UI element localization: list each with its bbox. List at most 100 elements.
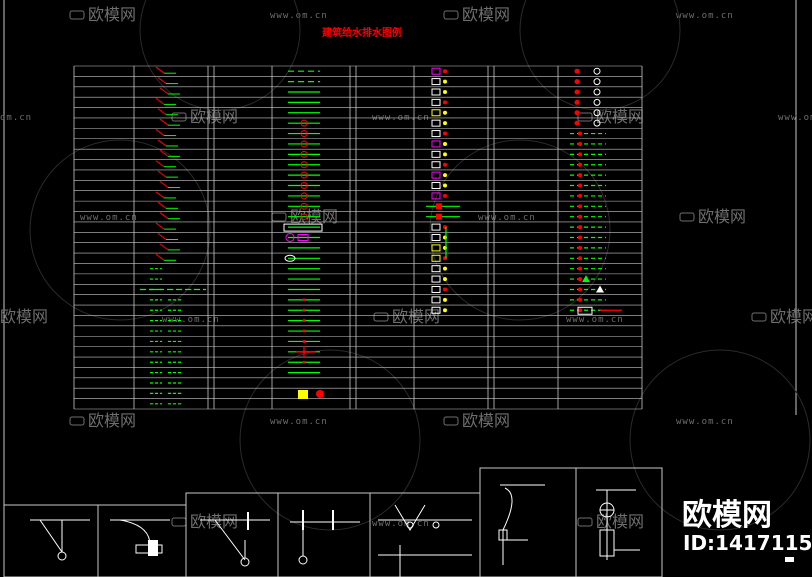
fitting-dot-icon [302, 308, 306, 312]
wall-bracket-symbol [500, 484, 545, 531]
pipe-clamp-icon [148, 540, 158, 556]
pipe-slope-symbol [157, 233, 167, 240]
fixture-box-icon [577, 306, 593, 315]
pipe-slope-symbol [157, 77, 167, 84]
fitting-dot-icon [302, 329, 306, 333]
fitting-dot-icon [302, 298, 306, 302]
valve-handle-icon [443, 141, 447, 146]
fixture-dot-icon [578, 235, 582, 240]
watermark-arc [239, 349, 421, 531]
valve-handle-icon [443, 162, 447, 167]
valve-handle-icon [443, 183, 447, 188]
watermark-url-text: www.om.cn [80, 213, 138, 223]
valve-icon [431, 78, 441, 86]
pipe-clamp-icon [498, 529, 508, 541]
watermark-logo-icon [577, 517, 593, 527]
pipe-slope-symbol [157, 108, 167, 116]
watermark-logo-icon [679, 212, 695, 222]
pipe-section-icon [240, 557, 250, 567]
valve-handle-icon [443, 297, 447, 302]
valve-icon [431, 275, 441, 283]
detail-panel-frame [575, 467, 663, 577]
valve-handle-icon [443, 152, 447, 157]
watermark-brand-text: 欧模网 [698, 207, 746, 226]
watermark-brand-text: 欧模网 [770, 307, 812, 326]
pipe-section-icon [298, 555, 308, 565]
watermark-brand-text: 欧模网 [392, 307, 440, 326]
fixture-dot-icon [578, 287, 582, 292]
pipe-slope-symbol [155, 129, 165, 136]
watermark-logo-icon [69, 10, 85, 20]
valve-icon [431, 192, 441, 200]
valve-handle-icon [443, 193, 447, 198]
pipe-slope-symbol [155, 222, 165, 230]
fitting-dot-icon [302, 319, 306, 323]
pipe-slope-symbol [155, 191, 165, 199]
pipe-slope-symbol [159, 149, 169, 157]
support-arm-symbol [214, 519, 246, 561]
watermark-brand-text: 欧模网 [462, 411, 510, 430]
valve-handle-icon [443, 131, 447, 136]
watermark-url-text: www.om.cn [372, 519, 430, 529]
valve-body-icon [436, 213, 442, 220]
fixture-dot-icon [578, 297, 582, 302]
fixture-dot-icon [578, 141, 582, 146]
equipment-icon [298, 390, 308, 399]
valve-handle-icon [443, 69, 447, 74]
watermark-arc [139, 0, 301, 111]
triangle-icon [582, 275, 590, 283]
valve-icon [431, 130, 441, 138]
valve-handle-icon [443, 121, 447, 126]
valve-icon [431, 234, 441, 241]
pipe-slope-symbol [157, 170, 167, 178]
valve-icon [431, 182, 441, 190]
fixture-dot-icon [578, 256, 582, 261]
brand-name: 欧模网 [682, 498, 772, 533]
valve-icon [431, 265, 441, 273]
support-arm-symbol [39, 519, 63, 553]
triangle-icon [596, 285, 604, 293]
valve-circle-icon [300, 130, 308, 138]
legend-symbols [140, 66, 622, 405]
watermark-arc [29, 139, 211, 321]
watermark-logo-icon [751, 312, 767, 322]
fixture-dot-icon [578, 162, 582, 167]
tank-icon [284, 254, 296, 262]
watermark-brand-text: 欧模网 [462, 5, 510, 24]
fixture-dot-icon [578, 214, 582, 219]
valve-circle-icon [300, 171, 308, 179]
legend-table [73, 65, 643, 410]
watermark-url-text: www.om.cn [778, 113, 812, 123]
pipe-slope-symbol [157, 201, 167, 209]
fixture-dot-icon [574, 68, 580, 74]
valve-icon [431, 285, 441, 293]
watermark-url-text: www.om.cn [270, 417, 328, 427]
valve-icon [431, 161, 441, 169]
pipe-slope-symbol [159, 87, 169, 95]
valve-body-icon [436, 203, 442, 210]
valve-icon [431, 223, 441, 231]
valve-circle-icon [300, 182, 308, 190]
pipe-section-icon [432, 521, 440, 529]
drawing-title: 建筑给水排水图例 [321, 26, 402, 39]
valve-circle-icon [300, 161, 308, 169]
watermark-brand-text: 欧模网 [596, 512, 644, 531]
pipe-slope-symbol [159, 118, 169, 126]
pump-icon [285, 233, 295, 242]
meter-box-icon [283, 223, 323, 232]
valve-icon [431, 119, 441, 127]
valve-handle-icon [443, 277, 447, 282]
fixture-dot-icon [574, 79, 580, 85]
valve-icon [431, 109, 441, 117]
fixture-circle-icon [593, 88, 601, 96]
valve-circle-icon [300, 150, 308, 158]
watermark-logo-icon [373, 312, 389, 322]
valve-icon [431, 150, 441, 158]
pipe-slope-symbol [155, 97, 165, 105]
valve-handle-icon [443, 79, 447, 84]
pipe-slope-symbol [159, 243, 169, 251]
valve-handle-icon [443, 266, 447, 271]
pipe-slope-symbol [159, 181, 169, 188]
